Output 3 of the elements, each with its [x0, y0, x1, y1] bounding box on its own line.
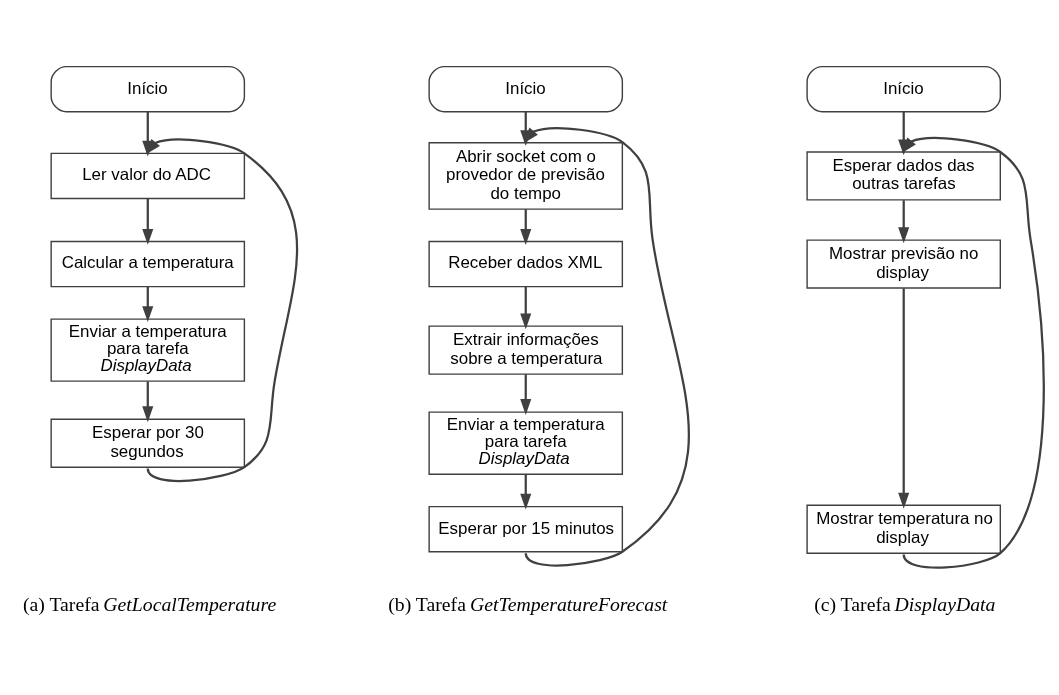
label: (a) Tarefa GetLocalTemperature	[22, 592, 277, 615]
label: (c) Tarefa DisplayData	[814, 592, 996, 615]
label: (b) Tarefa GetTemperatureForecast	[388, 592, 668, 615]
